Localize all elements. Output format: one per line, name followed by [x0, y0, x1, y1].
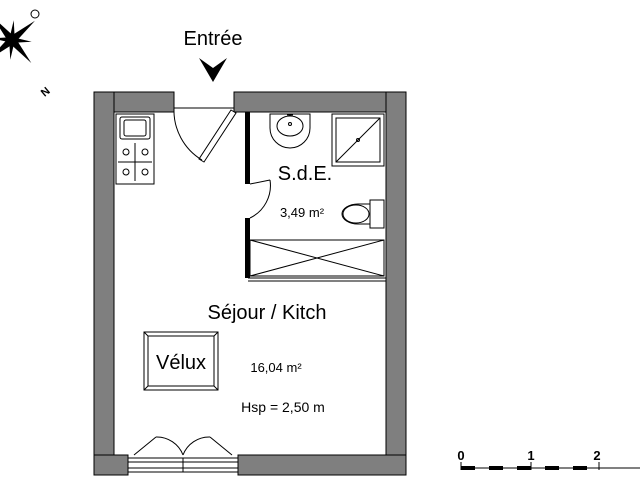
washbasin	[269, 113, 311, 149]
entrance-label: Entrée	[184, 28, 243, 50]
skylight-label: Vélux	[156, 352, 206, 374]
wall-bottom-left	[93, 454, 129, 476]
bathroom-area: 3,49 m²	[280, 205, 325, 220]
bathroom-name: S.d.E.	[278, 163, 332, 185]
wall-left	[93, 91, 115, 476]
living-area: 16,04 m²	[250, 360, 302, 375]
scale-tick-1: 1	[527, 448, 534, 463]
skylight	[143, 331, 219, 391]
bathroom-partitions	[245, 112, 386, 282]
scale-tick-0: 0	[457, 448, 464, 463]
north-label: N	[39, 85, 53, 99]
scale-tick-2: 2	[593, 448, 600, 463]
cupboard	[249, 239, 385, 277]
wall-right	[385, 91, 407, 476]
kitchen-hob	[115, 113, 155, 185]
wall-bottom-right	[237, 454, 407, 476]
toilet	[341, 199, 385, 229]
entrance-arrow-icon	[199, 58, 227, 82]
bottom-window	[127, 436, 239, 473]
scale-bar: 0 1 2	[457, 448, 640, 470]
wall-top-right	[233, 91, 407, 113]
walls	[93, 91, 407, 476]
shower	[331, 113, 385, 167]
compass-rose-icon	[0, 9, 40, 63]
living-name: Séjour / Kitch	[208, 302, 327, 324]
ceiling-height: Hsp = 2,50 m	[241, 399, 325, 415]
entrance-door	[173, 107, 237, 163]
